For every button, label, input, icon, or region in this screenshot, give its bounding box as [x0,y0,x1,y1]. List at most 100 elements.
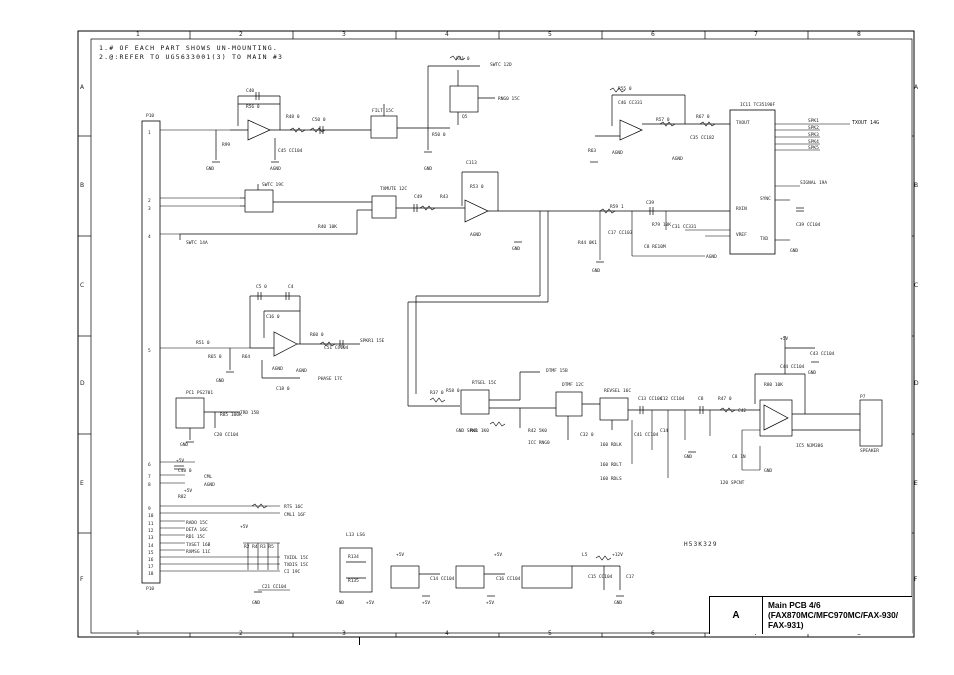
svg-text:R63: R63 [588,148,596,154]
svg-text:120 SPCNT: 120 SPCNT [720,480,745,486]
svg-text:C35 CC182: C35 CC182 [690,135,715,141]
grid-row-f-right: F [914,576,918,583]
svg-text:TXD: TXD [760,236,768,242]
grid-row-d-left: D [80,380,85,387]
grid-col-7-top: 7 [754,31,758,38]
grid-col-5-bottom: 5 [548,630,552,637]
svg-text:160 RDLS: 160 RDLS [600,476,622,482]
svg-text:9: 9 [148,506,151,512]
grid-row-f-left: F [80,576,84,583]
gate-ic8 [179,195,465,240]
svg-text:C39 CC104: C39 CC104 [796,222,821,228]
svg-text:R134: R134 [348,554,359,560]
frame-ticks [78,31,914,637]
svg-text:GND: GND [180,442,188,448]
photo-coupler [175,397,240,440]
svg-text:11: 11 [148,521,154,527]
svg-text:+5V: +5V [366,600,374,606]
svg-text:10: 10 [148,513,154,519]
svg-text:C5 0: C5 0 [256,284,267,290]
svg-text:TRD 15B: TRD 15B [240,410,259,416]
svg-text:C12 CC104: C12 CC104 [660,396,685,402]
svg-text:FILT 15C: FILT 15C [372,108,394,114]
svg-text:C8 1N: C8 1N [732,454,746,460]
grid-col-4-top: 4 [445,31,449,38]
svg-text:CI 19C: CI 19C [284,569,301,575]
svg-text:SPK1: SPK1 [808,118,819,124]
svg-text:6: 6 [148,462,151,468]
svg-text:SYNC: SYNC [760,196,771,202]
svg-text:GND: GND [216,378,224,384]
grid-col-4-bottom: 4 [445,630,449,637]
svg-text:R82: R82 [178,494,186,500]
svg-text:R44 0K1: R44 0K1 [578,240,597,246]
capacitors [174,92,804,470]
grid-col-2-top: 2 [239,31,243,38]
svg-text:PHASE 17C: PHASE 17C [318,376,343,382]
svg-text:DETA 16C: DETA 16C [186,527,208,533]
drawing-number: H53K329 [684,541,718,548]
grid-col-6-bottom: 6 [651,630,655,637]
svg-text:C45 CC104: C45 CC104 [278,148,303,154]
frame-outer [77,30,915,638]
grid-col-8-top: 8 [857,31,861,38]
svg-text:TXIDL 15C: TXIDL 15C [284,555,309,561]
svg-text:17: 17 [148,564,154,570]
filter-network [599,211,730,260]
grid-col-1-top: 1 [136,31,140,38]
cap-bank [243,542,290,591]
svg-text:TXSET 16B: TXSET 16B [186,542,211,548]
svg-text:12: 12 [148,528,154,534]
svg-text:C21 CC104: C21 CC104 [262,584,287,590]
svg-text:1: 1 [148,130,151,136]
svg-text:C14: C14 [660,428,668,434]
svg-text:SWTC 12D: SWTC 12D [490,62,512,68]
svg-text:RXMSG 11C: RXMSG 11C [186,549,211,555]
svg-text:3: 3 [148,206,151,212]
svg-text:R56 0: R56 0 [246,104,260,110]
svg-text:IC5 NJM386: IC5 NJM386 [796,443,823,449]
gate-ic6 [330,65,480,150]
svg-text:REVSEL 16C: REVSEL 16C [604,388,631,394]
svg-text:R60 0: R60 0 [310,332,324,338]
svg-text:15: 15 [148,550,154,556]
svg-text:C39: C39 [646,200,654,206]
svg-text:GND: GND [684,454,692,460]
svg-text:R51 0: R51 0 [196,340,210,346]
svg-text:GND: GND [790,248,798,254]
svg-text:C49: C49 [414,194,422,200]
svg-text:C31 CC331: C31 CC331 [672,224,697,230]
svg-text:AGND: AGND [706,254,717,260]
svg-text:DTMF 12C: DTMF 12C [562,382,584,388]
svg-text:RNG0 15C: RNG0 15C [498,96,520,102]
svg-text:GND: GND [614,600,622,606]
label-txout: TXOUT 14G [852,120,880,126]
title-block: A Main PCB 4/6 (FAX870MC/MFC970MC/FAX-93… [709,596,912,634]
svg-text:PC1 PS2701: PC1 PS2701 [186,390,213,396]
svg-text:C18 0: C18 0 [276,386,290,392]
svg-text:R41 1K0: R41 1K0 [470,428,489,434]
switch-ic7 [240,184,372,213]
ic11-outputs [775,123,850,241]
svg-text:C44 CC104: C44 CC104 [780,364,805,370]
svg-text:AGND: AGND [272,366,283,372]
svg-text:SWTC 14A: SWTC 14A [186,240,208,246]
bottom-trace-lines [631,410,761,478]
title-line-2: (FAX870MC/MFC970MC/FAX-930/ [768,610,899,620]
svg-text:+12V: +12V [612,552,623,558]
svg-text:160 RDLT: 160 RDLT [600,462,622,468]
svg-text:R79 10K: R79 10K [652,222,671,228]
grid-col-1-bottom: 1 [136,630,140,637]
title-revision: A [710,597,763,634]
frame-inner [90,38,913,634]
svg-text:R58 0: R58 0 [446,388,460,394]
note-line-2: 2.@:REFER TO UG5633001(3) TO MAIN #3 [99,53,284,61]
svg-text:SPK3: SPK3 [808,132,819,138]
svg-text:+5V: +5V [422,600,430,606]
svg-text:RTS 16C: RTS 16C [284,504,303,510]
connector-p10 [141,120,161,584]
svg-text:R37 0: R37 0 [430,390,444,396]
svg-text:SWTC 19C: SWTC 19C [262,182,284,188]
svg-text:C8: C8 [698,396,704,402]
grid-col-5-top: 5 [548,31,552,38]
